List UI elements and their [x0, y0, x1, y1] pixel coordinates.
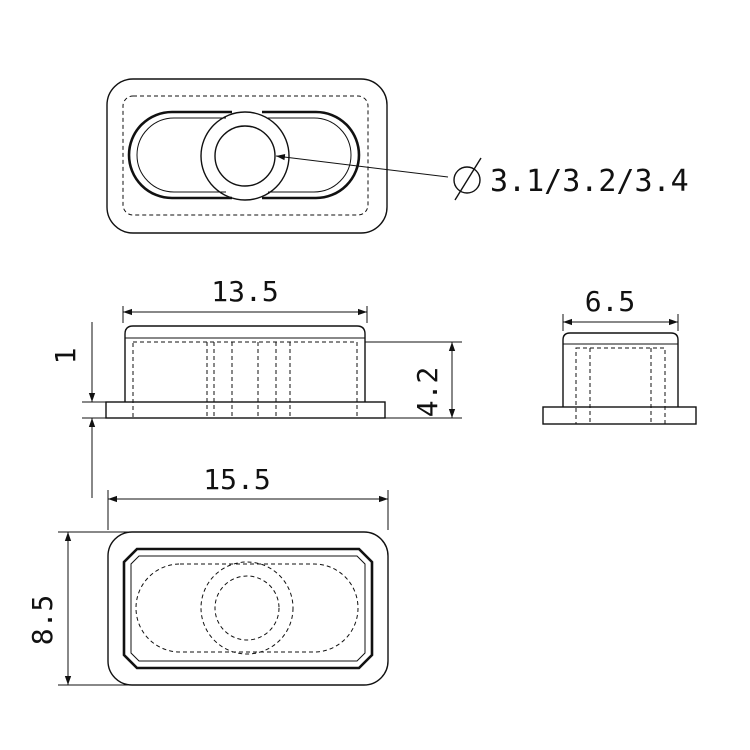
base-width-label: 8.5 — [26, 595, 59, 646]
total-height-label: 4.2 — [411, 367, 444, 418]
base-thickness-label: 1 — [49, 348, 82, 365]
bottom-view: 15.5 8.5 — [26, 463, 389, 686]
hole-ring-outer — [200, 111, 290, 201]
side-base-flange — [542, 406, 697, 425]
hole-leader — [275, 153, 449, 178]
base-length-label: 15.5 — [203, 463, 270, 496]
diameter-symbol-icon — [453, 157, 482, 201]
top-view: 3.1/3.2/3.4 — [106, 78, 689, 234]
side-view: 6.5 — [542, 285, 697, 425]
cap-length-label: 13.5 — [211, 275, 278, 308]
cap-width-label: 6.5 — [585, 285, 636, 318]
base-flange — [105, 401, 386, 419]
hole-diameter-label: 3.1/3.2/3.4 — [490, 164, 689, 199]
front-view: 13.5 1 4.2 — [49, 275, 462, 498]
hole-circle — [214, 125, 276, 187]
